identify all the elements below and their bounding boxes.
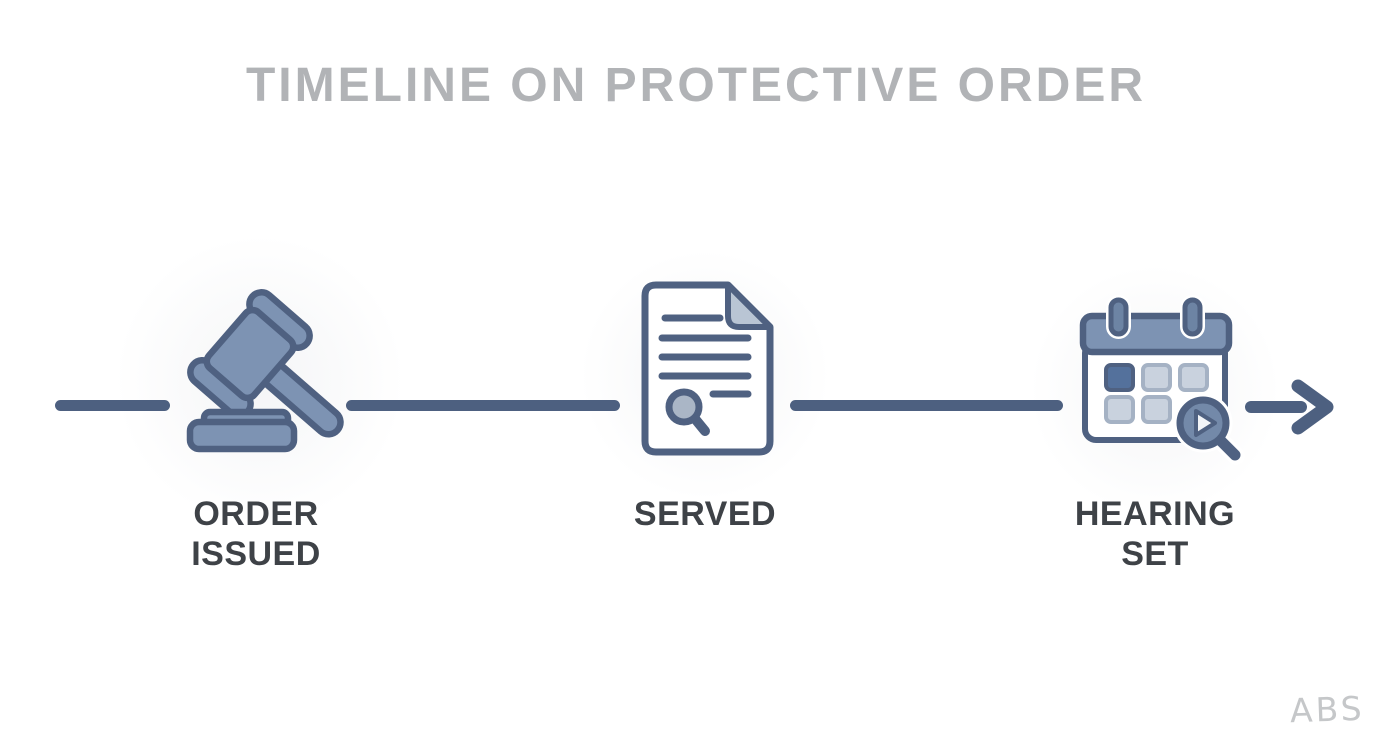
timeline-connector [55, 400, 170, 411]
step-label-line: HEARING [1074, 495, 1236, 533]
calendar-icon [1079, 295, 1245, 465]
step-label-line: ISSUED [191, 535, 321, 573]
document-icon [641, 281, 774, 456]
step-label-hearing-set: HEARING SET [1005, 494, 1305, 574]
timeline-connector [346, 400, 620, 411]
gavel-icon [186, 289, 344, 453]
step-label-order-issued: ORDER ISSUED [106, 494, 406, 574]
watermark: ABS [1289, 688, 1366, 731]
step-label-line: SERVED [633, 495, 777, 533]
right-arrow-icon [1245, 379, 1334, 435]
step-label-line: ORDER [193, 495, 319, 533]
step-label-served: SERVED [555, 494, 855, 534]
timeline-connector [790, 400, 1063, 411]
step-label-line: SET [1121, 535, 1189, 573]
page-title: TIMELINE ON PROTECTIVE ORDER [245, 59, 1147, 112]
